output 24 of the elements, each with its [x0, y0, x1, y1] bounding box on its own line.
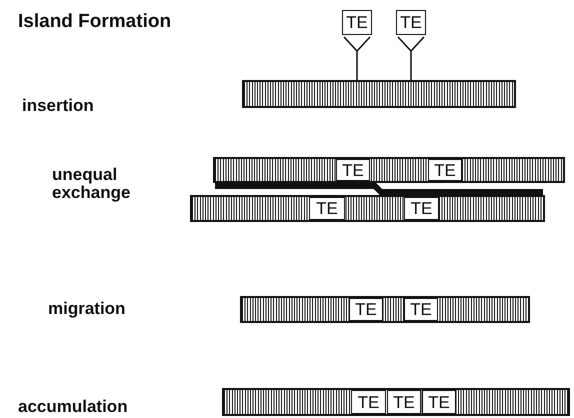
transposable-element-box: TE [404, 298, 438, 321]
transposable-element-box: TE [342, 10, 372, 35]
transposable-element-box: TE [387, 390, 421, 414]
transposable-element-box: TE [422, 390, 456, 414]
transposable-element-box: TE [404, 197, 439, 220]
stage-label: migration [48, 300, 126, 318]
chromosome-bar [213, 157, 565, 183]
chromosome-bar [242, 80, 516, 108]
insertion-connector [397, 36, 425, 81]
stage-label: accumulation [18, 398, 128, 416]
title: Island Formation [18, 12, 172, 32]
transposable-element-box: TE [309, 197, 345, 220]
transposable-element-box: TE [349, 298, 383, 321]
chromosome-bar [240, 296, 530, 323]
chromosome-bar [222, 388, 570, 416]
chromosome-bar [190, 195, 545, 222]
transposable-element-box: TE [396, 10, 426, 35]
stage-label: unequal exchange [52, 166, 132, 202]
transposable-element-box: TE [428, 159, 462, 181]
transposable-element-box: TE [351, 390, 386, 414]
exchange-line [215, 183, 543, 195]
insertion-connector [343, 36, 371, 81]
transposable-element-box: TE [336, 159, 370, 181]
stage-label: insertion [22, 97, 94, 115]
